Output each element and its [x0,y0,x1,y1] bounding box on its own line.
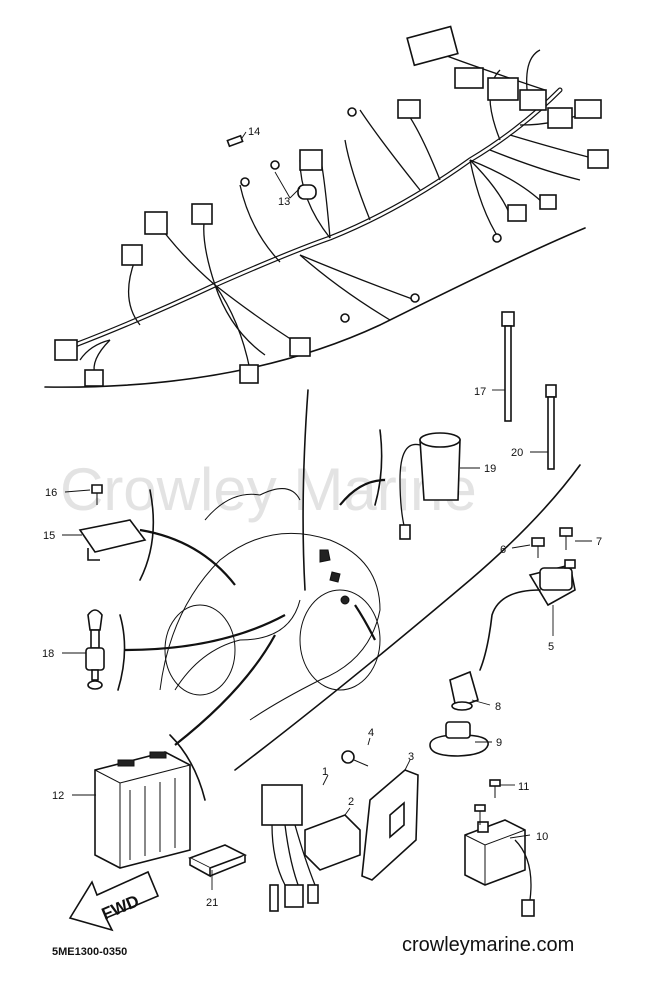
callout-20: 20 [511,447,523,459]
callout-17: 17 [474,386,486,398]
callout-19: 19 [484,463,496,475]
callout-14: 14 [248,126,260,138]
website-label: crowleymarine.com [402,934,574,956]
callout-6: 6 [500,544,506,556]
callout-9: 9 [496,737,502,749]
control-unit-part [261,784,319,912]
callout-18: 18 [42,648,54,660]
screw-6 [531,537,545,558]
callout-16: 16 [45,487,57,499]
callout-8: 8 [495,701,501,713]
motorcycle-outline [159,488,381,721]
fuse-holder-part [85,609,105,690]
clip-part [226,134,244,148]
relay-bracket-part [78,484,147,561]
screw-4 [341,750,369,767]
callout-3: 3 [408,751,414,763]
diagram-code: 5ME1300-0350 [52,946,127,958]
callout-21: 21 [206,897,218,909]
screw-11 [474,779,501,825]
callout-2: 2 [348,796,354,808]
cable-tie-17 [501,311,515,422]
wire-harness [44,25,609,388]
callout-13: 13 [278,196,290,208]
grip-heater-part [399,432,461,540]
ignition-coil-part [479,559,576,671]
seal-part [429,721,489,757]
screw-7 [559,527,573,550]
location-arrows [117,389,581,801]
callout-11: 11 [518,781,529,793]
battery-part [94,751,191,869]
watermark-text: Crowley Marine [60,456,477,523]
callout-labels: 1 2 3 4 5 6 7 8 9 10 11 12 13 14 15 16 [42,126,602,909]
callout-12: 12 [52,790,64,802]
callout-7: 7 [596,536,602,548]
cover-part [304,814,361,871]
cable-tie-20 [545,384,557,470]
callout-10: 10 [536,831,548,843]
callout-1: 1 [322,766,328,778]
callout-15: 15 [43,530,55,542]
callout-5: 5 [548,641,554,653]
battery-band-part [187,844,248,878]
forward-direction-arrow: FWD [68,870,160,932]
callout-4: 4 [368,727,374,739]
plate-bracket-part [361,769,419,881]
plug-cap-part [449,670,479,711]
relay-part [464,819,535,917]
